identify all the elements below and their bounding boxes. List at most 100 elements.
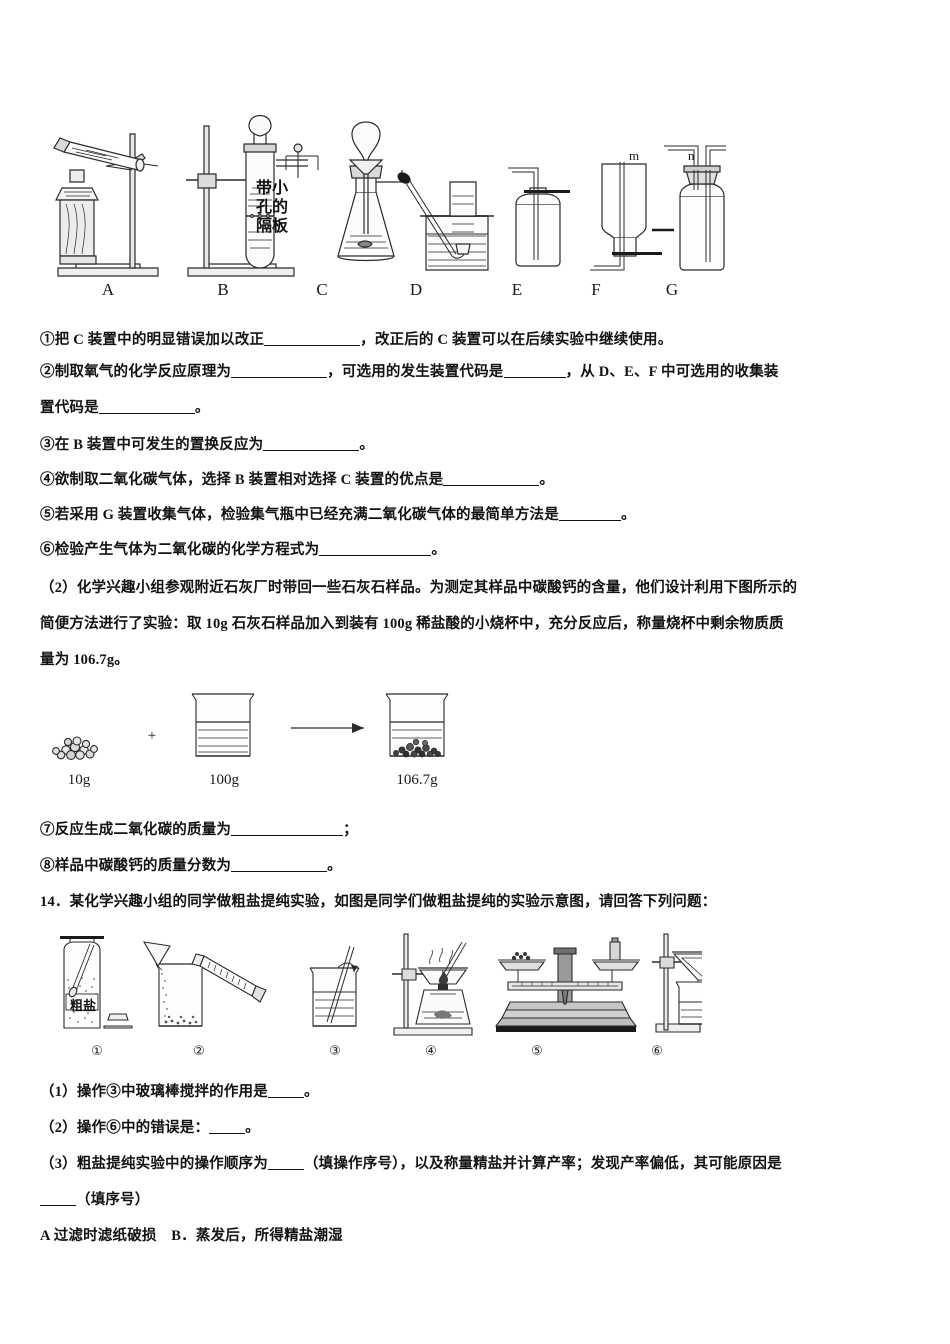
item-marker: ① xyxy=(40,332,55,348)
question-14-sub-3: （3）粗盐提纯实验中的操作顺序为 （填操作序号），以及称量精盐并计算产率；发现产率… xyxy=(40,1154,782,1174)
question-14-stem: 14．某化学兴趣小组的同学做粗盐提纯实验，如图是同学们做粗盐提纯的实验示意图，请… xyxy=(40,894,717,910)
step-label-3: ③ xyxy=(329,1044,341,1059)
item-text-c: ，从 D、E、F 中可选用的收集装 xyxy=(565,364,779,380)
step-1-bottle xyxy=(60,936,133,1029)
item-text-b: ，改正后的 C 装置可以在后续实验中继续使用。 xyxy=(360,332,673,348)
plus-sign: + xyxy=(147,728,157,744)
item-marker: ⑧ xyxy=(40,858,55,874)
item-text-b: 。 xyxy=(539,472,555,488)
question-part2-line1: （2）化学兴趣小组参观附近石灰厂时带回一些石灰石样品。为测定其样品中碳酸钙的含量… xyxy=(40,580,798,596)
beaker-before xyxy=(191,693,255,757)
question-part2-line3: 量为 106.7g。 xyxy=(40,652,129,668)
answer-blank[interactable] xyxy=(231,835,344,836)
answer-blank[interactable] xyxy=(267,1097,304,1098)
question-item-1: ①把 C 装置中的明显错误加以改正 ，改正后的 C 装置可以在后续实验中继续使用。 xyxy=(40,330,672,350)
item-text-a: 反应生成二氧化碳的质量为 xyxy=(54,822,232,838)
beaker-before-mass-label: 100g xyxy=(209,772,239,788)
step-6-filtration xyxy=(652,933,702,1033)
item-marker: ⑤ xyxy=(40,507,55,523)
step-3-stirring xyxy=(309,945,360,1027)
solid-mass-label: 10g xyxy=(67,772,91,788)
item-text-a: 欲制取二氧化碳气体，选择 B 装置相对选择 C 装置的优点是 xyxy=(54,472,444,488)
answer-blank[interactable] xyxy=(40,1205,76,1206)
answer-blank[interactable] xyxy=(267,1169,304,1170)
sub-text-a: （1）操作③中玻璃棒搅拌的作用是 xyxy=(40,1084,268,1100)
item-text-b: ； xyxy=(343,822,358,838)
item-text-b: 。 xyxy=(359,437,375,453)
apparatus-label-g: G xyxy=(665,280,679,299)
answer-blank[interactable] xyxy=(209,1133,246,1134)
apparatus-label-d: D xyxy=(409,280,423,299)
salt-bottle-label: 粗盐 xyxy=(69,999,96,1014)
step-label-1: ① xyxy=(91,1044,103,1059)
tube-label-n: n xyxy=(688,148,695,163)
sub-text-a: （2）操作⑥中的错误是： xyxy=(40,1120,210,1136)
question-item-6: ⑥检验产生气体为二氧化碳的化学方程式为 。 xyxy=(40,540,446,560)
step-5-balance xyxy=(494,937,640,1032)
item-text-a: 制取氧气的化学反应原理为 xyxy=(54,364,232,380)
answer-blank[interactable] xyxy=(98,413,195,414)
item-text-a: 在 B 装置中可发生的置换反应为 xyxy=(54,437,264,453)
apparatus-b-annotation: 带小孔的隔板 xyxy=(256,178,289,235)
answer-blank[interactable] xyxy=(231,377,328,378)
question-item-7: ⑦反应生成二氧化碳的质量为 ； xyxy=(40,820,358,840)
answer-blank[interactable] xyxy=(264,345,361,346)
question-item-3: ③在 B 装置中可发生的置换反应为 。 xyxy=(40,435,374,455)
question-item-8: ⑧样品中碳酸钙的质量分数为 。 xyxy=(40,856,342,876)
item-text-a: 若采用 G 装置收集气体，检验集气瓶中已经充满二氧化碳气体的最简单方法是 xyxy=(54,507,559,523)
item-text-b: 。 xyxy=(431,542,447,558)
item-marker: ⑥ xyxy=(40,542,55,558)
item-text-a: 检验产生气体为二氧化碳的化学方程式为 xyxy=(54,542,320,558)
step-4-evaporating xyxy=(392,933,473,1036)
sub-text-b: 。 xyxy=(245,1120,260,1136)
sub-text-a: （3）粗盐提纯实验中的操作顺序为 xyxy=(40,1156,268,1172)
question-14-options: A 过滤时滤纸破损 B．蒸发后，所得精盐潮湿 xyxy=(40,1228,343,1244)
beaker-after-mass-label: 106.7g xyxy=(396,772,438,788)
item-text-a: 样品中碳酸钙的质量分数为 xyxy=(54,858,232,874)
apparatus-label-e: E xyxy=(511,280,523,299)
question-item-2: ②制取氧气的化学反应原理为 ，可选用的发生装置代码是 ，从 D、E、F 中可选用的收… xyxy=(40,362,779,382)
reaction-figure xyxy=(46,684,466,774)
question-item-5: ⑤若采用 G 装置收集气体，检验集气瓶中已经充满二氧化碳气体的最简单方法是 。 xyxy=(40,505,636,525)
question-item-4: ④欲制取二氧化碳气体，选择 B 装置相对选择 C 装置的优点是 。 xyxy=(40,470,554,490)
step-label-6: ⑥ xyxy=(651,1044,663,1059)
answer-blank[interactable] xyxy=(558,520,621,521)
salt-purification-figure xyxy=(52,928,702,1043)
item-marker: ② xyxy=(40,364,55,380)
question-14-sub-1: （1）操作③中玻璃棒搅拌的作用是 。 xyxy=(40,1082,319,1102)
apparatus-figure xyxy=(46,104,726,284)
limestone-pile xyxy=(52,736,98,760)
item-text-a: 把 C 装置中的明显错误加以改正 xyxy=(54,332,265,348)
answer-blank[interactable] xyxy=(263,450,360,451)
apparatus-label-b: B xyxy=(217,280,229,299)
question-part2-line2: 简便方法进行了实验：取 10g 石灰石样品加入到装有 100g 稀盐酸的小烧杯中… xyxy=(40,616,784,632)
step-label-2: ② xyxy=(193,1044,205,1059)
item-text-b: 。 xyxy=(327,858,342,874)
apparatus-label-f: F xyxy=(591,280,601,299)
step-2-pouring xyxy=(142,941,267,1027)
answer-blank[interactable] xyxy=(231,871,328,872)
item-text-b: 。 xyxy=(620,507,636,523)
sub-text-b: （填操作序号），以及称量精盐并计算产率；发现产率偏低，其可能原因是 xyxy=(303,1156,782,1172)
step-label-5: ⑤ xyxy=(531,1044,543,1059)
item-text-b: ，可选用的发生装置代码是 xyxy=(327,364,504,380)
step-label-4: ④ xyxy=(425,1044,437,1059)
sub-text-b: 。 xyxy=(303,1084,319,1100)
answer-blank[interactable] xyxy=(319,555,432,556)
beaker-after xyxy=(385,693,449,758)
apparatus-label-a: A xyxy=(101,280,115,299)
question-14-sub-3-continued: （填序号） xyxy=(40,1190,150,1210)
tube-label-m: m xyxy=(629,148,640,163)
answer-blank[interactable] xyxy=(443,485,540,486)
item-marker: ③ xyxy=(40,437,55,453)
reaction-arrow xyxy=(291,723,364,733)
apparatus-label-c: C xyxy=(316,280,328,299)
item-text-b: 。 xyxy=(194,400,210,416)
answer-blank[interactable] xyxy=(503,377,566,378)
question-14-sub-2: （2）操作⑥中的错误是： 。 xyxy=(40,1118,260,1138)
sub-text-a: （填序号） xyxy=(76,1192,150,1208)
item-text-a: 置代码是 xyxy=(40,400,99,416)
item-marker: ⑦ xyxy=(40,822,55,838)
item-marker: ④ xyxy=(40,472,55,488)
